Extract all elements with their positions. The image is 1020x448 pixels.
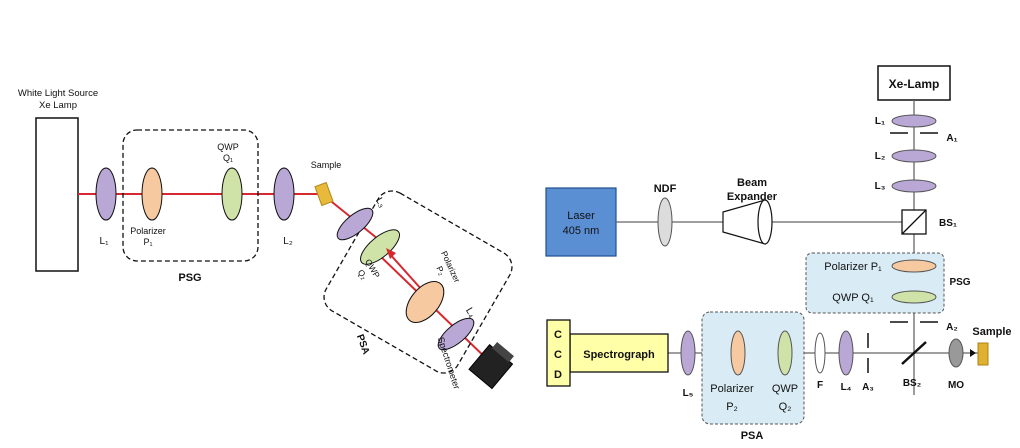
psa-qwp-line2: Q₂: [779, 401, 792, 413]
psg-polarizer-p1: [891, 259, 937, 273]
bs1-label: BS₁: [939, 218, 957, 229]
lens-l4: [437, 317, 475, 351]
a1-label: A₁: [946, 133, 957, 144]
l3-label: L₃: [373, 196, 387, 210]
source-label-line2: Xe Lamp: [39, 100, 77, 111]
microscope-objective: [948, 338, 964, 368]
a2-label: A₂: [946, 322, 958, 333]
ccd-d: D: [554, 369, 562, 381]
qwp-q2-line2: Q₂: [356, 268, 370, 282]
qwp-q1-label: QWP Q₁: [832, 292, 874, 304]
lens-l1: [95, 167, 117, 221]
l1-label: L₁: [100, 236, 110, 247]
psa-label: PSA: [354, 333, 371, 356]
polarizer-p1: [141, 167, 163, 221]
laser-label-line2: 405 nm: [563, 225, 600, 237]
lens-l3: [336, 207, 374, 241]
xe-lamp-box: [877, 65, 951, 101]
right-setup: Xe-Lamp L₁ A₁ L₂ L₃ Laser 405 nm NDF Bea…: [545, 65, 1012, 442]
spectrometer-top: [491, 341, 514, 363]
spectrograph-box: [569, 333, 669, 373]
sample-left: [314, 181, 334, 207]
xe-lens-l3: [891, 179, 937, 193]
polarizer-p1-line1: Polarizer: [130, 226, 166, 236]
xe-lamp-label: Xe-Lamp: [889, 77, 940, 91]
beam-expander-line2: Expander: [727, 191, 778, 203]
a3-label: A₃: [862, 382, 874, 393]
spectrograph-label: Spectrograph: [583, 349, 655, 361]
det-lens-l4: [838, 330, 854, 376]
beam-arrow: [387, 251, 423, 291]
qwp-q1-line2: Q₁: [223, 153, 233, 163]
source-label-line1: White Light Source: [18, 88, 98, 99]
det-l4-label: L₄: [841, 382, 852, 393]
psa-panel: [701, 311, 805, 425]
psg-box: [122, 129, 259, 262]
qwp-q1-line1: QWP: [217, 142, 239, 152]
sample-right: [977, 342, 989, 366]
f-label: F: [817, 380, 823, 391]
polarizer-p2-line2: P₂: [434, 265, 447, 277]
beam-arrowhead: [386, 248, 396, 259]
xe-l2-label: L₂: [875, 151, 886, 162]
psa-polarizer-line2: P₂: [726, 401, 738, 413]
filter-f: [814, 332, 826, 374]
sample-arrowhead: [970, 349, 976, 357]
mo-label: MO: [948, 380, 964, 391]
det-l5-label: L₅: [683, 388, 694, 399]
psa-polarizer-p2: [730, 330, 746, 376]
psg-label: PSG: [178, 272, 201, 284]
laser-label-line1: Laser: [567, 210, 595, 222]
sample-left-label: Sample: [311, 160, 342, 170]
bs2-label: BS₂: [903, 378, 921, 389]
xe-lens-l2: [891, 149, 937, 163]
left-setup: White Light Source Xe Lamp PSG L₁ Polari…: [18, 88, 514, 390]
beam-splitter-bs2: [901, 341, 927, 365]
ndf-label: NDF: [654, 183, 677, 195]
polarizer-p1-label: Polarizer P₁: [824, 261, 882, 273]
det-lens-l5: [680, 330, 696, 376]
qwp-q2: [360, 229, 400, 265]
psa-right-label: PSA: [741, 430, 764, 442]
polarizer-p1-line2: P₁: [143, 237, 152, 247]
xe-l3-label: L₃: [875, 181, 886, 192]
beam-expander-line1: Beam: [737, 177, 767, 189]
lens-l2: [273, 167, 295, 221]
xe-l1-label: L₁: [875, 116, 885, 127]
ccd-c2: C: [554, 349, 562, 361]
qwp-q1: [221, 167, 243, 221]
bs1-diagonal: [901, 209, 927, 235]
psg-right-label: PSG: [949, 277, 970, 288]
xe-lens-l1: [891, 114, 937, 128]
psg-qwp-q1: [891, 290, 937, 304]
beam-expander-front: [757, 199, 773, 245]
psa-box: [323, 190, 513, 374]
l4-label: L₄: [463, 306, 477, 320]
l2-label: L₂: [283, 236, 293, 247]
psa-qwp-q2: [777, 330, 793, 376]
ccd-c1: C: [554, 329, 562, 341]
white-light-source-box: [35, 117, 79, 272]
ccd-box: [546, 319, 571, 387]
polarizer-p2: [405, 281, 445, 323]
ndf-filter: [657, 197, 673, 247]
psa-qwp-line1: QWP: [772, 383, 798, 395]
laser-box: [545, 187, 617, 257]
psa-polarizer-line1: Polarizer: [710, 383, 754, 395]
sample-right-label: Sample: [972, 326, 1011, 338]
